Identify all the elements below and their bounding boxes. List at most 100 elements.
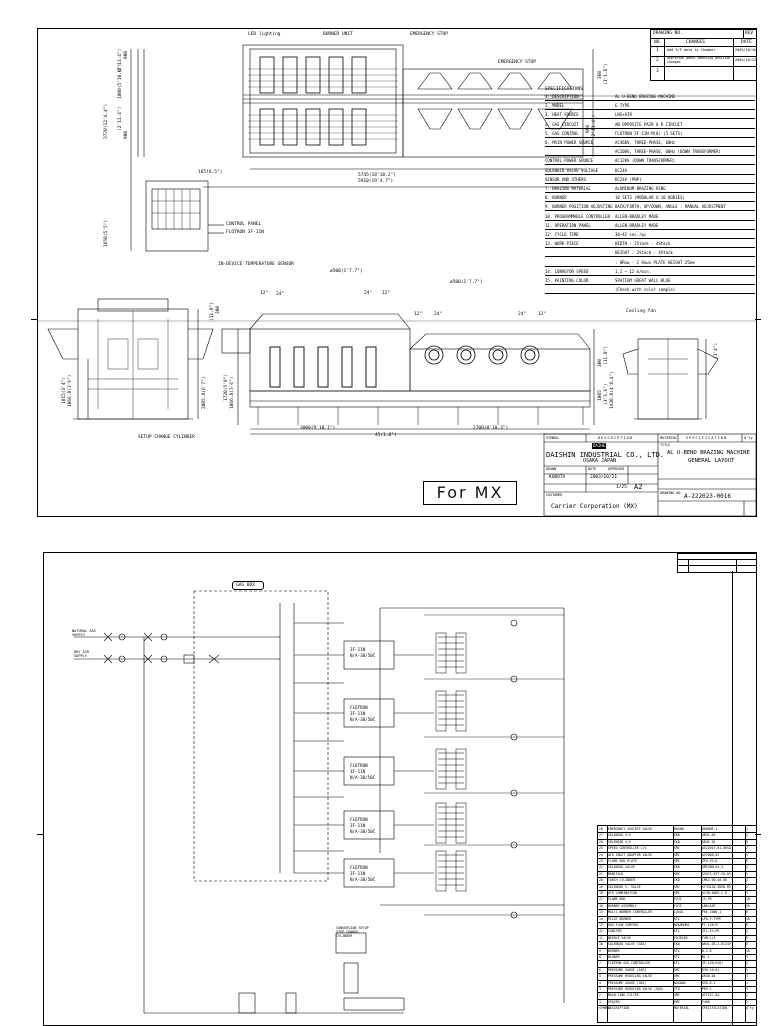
dim-12b: 12°: [382, 291, 391, 296]
parts-col-rule: [607, 826, 608, 1022]
revision-table-2: [677, 553, 757, 573]
spec-value: DC24V: [615, 167, 628, 173]
parts-cell: 1: [599, 999, 601, 1004]
spec-rule: [545, 274, 755, 276]
spec-rule: [545, 265, 755, 267]
parts-cell: PRESSURE GAUGE (GAS): [608, 980, 647, 985]
layout-drawing: [38, 44, 756, 516]
parts-cell: 5: [746, 942, 748, 947]
parts-cell: 10: [746, 897, 750, 902]
dim-165: 165(6.5"): [198, 170, 223, 175]
tb-date: 2003/10/21: [590, 475, 618, 480]
spec-key: 5. GAS CONTROL: [545, 130, 579, 136]
parts-cell: 5: [746, 833, 748, 838]
parts-cell: FVN-1/4: [702, 935, 716, 940]
parts-cell: 15: [599, 910, 603, 915]
spec-rule: [545, 100, 755, 101]
rev-row-change: Operation panel mounting position change…: [667, 56, 731, 64]
flotron-unit-text: 3F-11N: [350, 647, 366, 652]
parts-cell: SPACER: [608, 999, 620, 1004]
parts-rule: [598, 922, 756, 923]
parts-rule: [598, 992, 756, 994]
parts-rule: [598, 870, 756, 872]
spec-rule: [545, 109, 755, 111]
parts-cell: 4: [599, 980, 601, 985]
parts-rule: [598, 851, 756, 853]
parts-rule: [598, 838, 756, 840]
parts-cell: 10: [599, 942, 603, 947]
parts-cell: AS2201F-01-06SA: [702, 846, 731, 851]
dim-5745: 5745(18'10.2"): [358, 173, 396, 178]
parts-cell: MANIFOLD: [608, 871, 624, 876]
parts-cell: MAXON: [674, 827, 684, 831]
label-control-panel: CONTROL PANEL: [226, 222, 262, 227]
label-cooling-fan: Cooling fan: [626, 309, 656, 314]
parts-cell: AB41-02: [702, 839, 716, 844]
parts-cell: AC40-04DG-C-R: [702, 891, 727, 895]
specs-title: SPECIFICATIONS: [545, 87, 583, 92]
parts-cell: CS-FR: [702, 897, 712, 902]
parts-cell: PRESSURE REDUCING VALVE (GAS): [608, 987, 664, 991]
spec-value: 38~42 sec./pc: [615, 232, 647, 237]
parts-cell: SOLENOID V. VALVE: [608, 884, 641, 889]
spec-value: 1.2 ~ 12 m/min.: [615, 268, 652, 274]
parts-cell: BURNER: [608, 948, 620, 953]
dim-24b: 24°: [364, 291, 373, 296]
parts-cell: NAKAMURA: [674, 923, 690, 927]
parts-cell: 26: [599, 839, 603, 844]
spec-key: 14. CONVEYOR SPEED: [545, 268, 589, 274]
spec-value: ALLEN-BRADLEY MADE: [615, 222, 659, 228]
tb-description: DESCRIPTION: [598, 436, 633, 440]
parts-cell: 11: [599, 935, 603, 940]
spec-value: AL U-BEND BRAZING MACHINE: [615, 94, 676, 99]
parts-rule: [598, 966, 756, 968]
dry-air-label: DRY AIR: [74, 650, 90, 654]
spec-value: AC460V, THREE-PHASE, 60Hz: [615, 140, 676, 145]
parts-cell: SMC: [674, 871, 680, 876]
parts-cell: STL-IG-PR: [702, 929, 720, 934]
gas-circuit-schematic: [74, 590, 565, 1014]
spec-key: 9. BURNER POSITION ADJUSTING: [545, 204, 613, 210]
parts-cell: 22: [599, 865, 603, 870]
parts-cell: 1: [746, 852, 748, 857]
parts-cell: 27: [599, 833, 603, 838]
label-flotron: FLOTRON 3F-11N: [226, 230, 264, 235]
dim-2700: 2700(8'10.3"): [473, 426, 509, 431]
parts-rule: [598, 934, 756, 936]
parts-rule: [598, 941, 756, 943]
tb-drawn-label: DRAWN: [546, 467, 557, 471]
dim-500b: ø500(1'7.7"): [450, 280, 483, 285]
dim-900a: 900: [124, 50, 129, 59]
parts-cell: FUJI: [674, 903, 682, 908]
flotron-unit-text: 3F-11N: [350, 711, 366, 716]
parts-rule: [598, 864, 756, 866]
parts-cell: 2: [746, 884, 748, 889]
parts-cell: SPEED CONTROLLER L/V: [608, 846, 647, 851]
drawing-sheet-gas-circuit: GAS BOX NATURAL GAS SUPPLY DRY AIR SUPPL…: [43, 552, 757, 1026]
parts-cell: 12: [599, 929, 603, 934]
label-temp-sensor: IN-DEVICE TEMPERATURE SENSOR: [218, 262, 294, 267]
parts-cell: B-1-6: [702, 948, 712, 953]
parts-cell: GAS FLOW CONTROL: [608, 923, 639, 927]
dim-12c: 12°: [414, 312, 423, 317]
parts-cell: 1: [746, 891, 748, 895]
parts-cell: SMC: [674, 974, 680, 979]
parts-cell: NAGANO: [674, 980, 686, 985]
tb-symbol: SYMBOL: [546, 436, 559, 440]
tb-material: MATERIAL: [660, 436, 678, 440]
dry-air-sub: SUPPLY: [74, 654, 87, 658]
tb-specification: SPECIFICATION: [686, 436, 728, 440]
dim-1066a: 1066.8(3'6"): [68, 374, 73, 407]
dim-300r-in: (11.8"): [604, 346, 609, 365]
rev-row-date: 2003/10/16: [735, 48, 757, 52]
dim-3770: 3770(12'4.4"): [104, 103, 109, 139]
spec-rule: [545, 210, 755, 212]
company-name: DAISHIN INDUSTRIAL CO., LTD.: [546, 451, 665, 459]
spec-rule: [545, 155, 755, 157]
parts-cell: 19: [599, 884, 603, 889]
gas-box-label: GAS BOX: [236, 583, 255, 588]
dim-1005: 1005: [598, 390, 603, 401]
spec-key: 13. WORK PIECE: [545, 241, 579, 247]
parts-cell: ZPX-V3-Q: [702, 859, 718, 863]
spec-key: 2. MODEL: [545, 103, 565, 109]
